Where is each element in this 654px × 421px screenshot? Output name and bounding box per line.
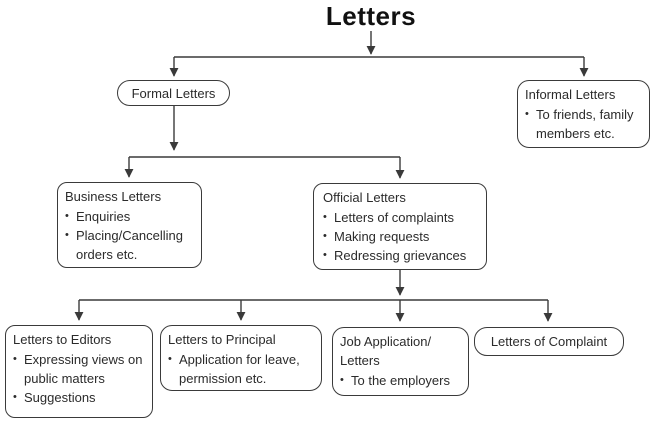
bullet-item: • Making requests xyxy=(323,227,480,246)
bullet-item: • Expressing views on public matters xyxy=(13,350,146,388)
bullet-item: • Placing/Cancelling orders etc. xyxy=(65,226,195,264)
bullet-marker: • xyxy=(323,230,327,242)
node-formal-letters: Formal Letters xyxy=(117,80,230,106)
node-informal-letters: Informal Letters • To friends, family mem… xyxy=(517,80,650,148)
bullet-list: • To the employers xyxy=(340,371,462,390)
node-business-letters: Business Letters • Enquiries • Placing/Canc… xyxy=(57,182,202,268)
bullet-list: • Expressing views on public matters • Sugg… xyxy=(13,350,146,407)
bullet-item: • To the employers xyxy=(340,371,462,390)
bullet-marker: • xyxy=(13,391,17,403)
bullet-item: • Enquiries xyxy=(65,207,195,226)
bullet-marker: • xyxy=(323,211,327,223)
bullet-text: To the employers xyxy=(351,373,450,388)
bullet-list: • Letters of complaints • Making requests • R… xyxy=(323,208,480,265)
bullet-text: Placing/Cancelling orders etc. xyxy=(76,228,183,262)
bullet-text: Redressing grievances xyxy=(334,248,467,263)
bullet-marker: • xyxy=(340,374,344,386)
bullet-marker: • xyxy=(65,229,69,241)
bullet-list: • Enquiries • Placing/Cancelling orders etc… xyxy=(65,207,195,264)
bullet-text: Enquiries xyxy=(76,209,131,224)
node-job-application-letters: Job Application/ Letters • To the employe… xyxy=(332,327,469,396)
bullet-item: • To friends, family members etc. xyxy=(525,105,643,143)
bullet-marker: • xyxy=(525,108,529,120)
node-title: Letters to Editors xyxy=(13,332,112,347)
bullet-item: • Letters of complaints xyxy=(323,208,480,227)
node-title: Letters to Principal xyxy=(168,332,276,347)
bullet-text: Expressing views on public matters xyxy=(24,352,143,386)
bullet-marker: • xyxy=(168,353,172,365)
bullet-marker: • xyxy=(323,249,327,261)
bullet-text: Making requests xyxy=(334,229,430,244)
node-title: Informal Letters xyxy=(525,87,616,102)
bullet-list: • Application for leave, permission etc. xyxy=(168,350,315,388)
node-letters-to-principal: Letters to Principal • Application for le… xyxy=(160,325,322,391)
bullet-item: • Redressing grievances xyxy=(323,246,480,265)
bullet-text: Letters of complaints xyxy=(334,210,454,225)
bullet-text: To friends, family members etc. xyxy=(536,107,634,141)
diagram-title: Letters xyxy=(325,1,417,31)
bullet-text: Suggestions xyxy=(24,390,96,405)
node-title: Official Letters xyxy=(323,190,406,205)
bullet-marker: • xyxy=(65,210,69,222)
bullet-item: • Application for leave, permission etc. xyxy=(168,350,315,388)
node-letters-to-editors: Letters to Editors • Expressing views on … xyxy=(5,325,153,418)
bullet-marker: • xyxy=(13,353,17,365)
node-letters-of-complaint: Letters of Complaint xyxy=(474,327,624,356)
bullet-text: Application for leave, permission etc. xyxy=(179,352,300,386)
node-title: Business Letters xyxy=(65,189,162,204)
bullet-item: • Suggestions xyxy=(13,388,146,407)
bullet-list: • To friends, family members etc. xyxy=(525,105,643,143)
node-official-letters: Official Letters •Letters of complaints•… xyxy=(313,183,487,270)
node-title: Job Application/ Letters xyxy=(340,334,432,368)
node-title: Formal Letters xyxy=(131,85,216,101)
node-title: Letters of Complaint xyxy=(490,334,608,349)
